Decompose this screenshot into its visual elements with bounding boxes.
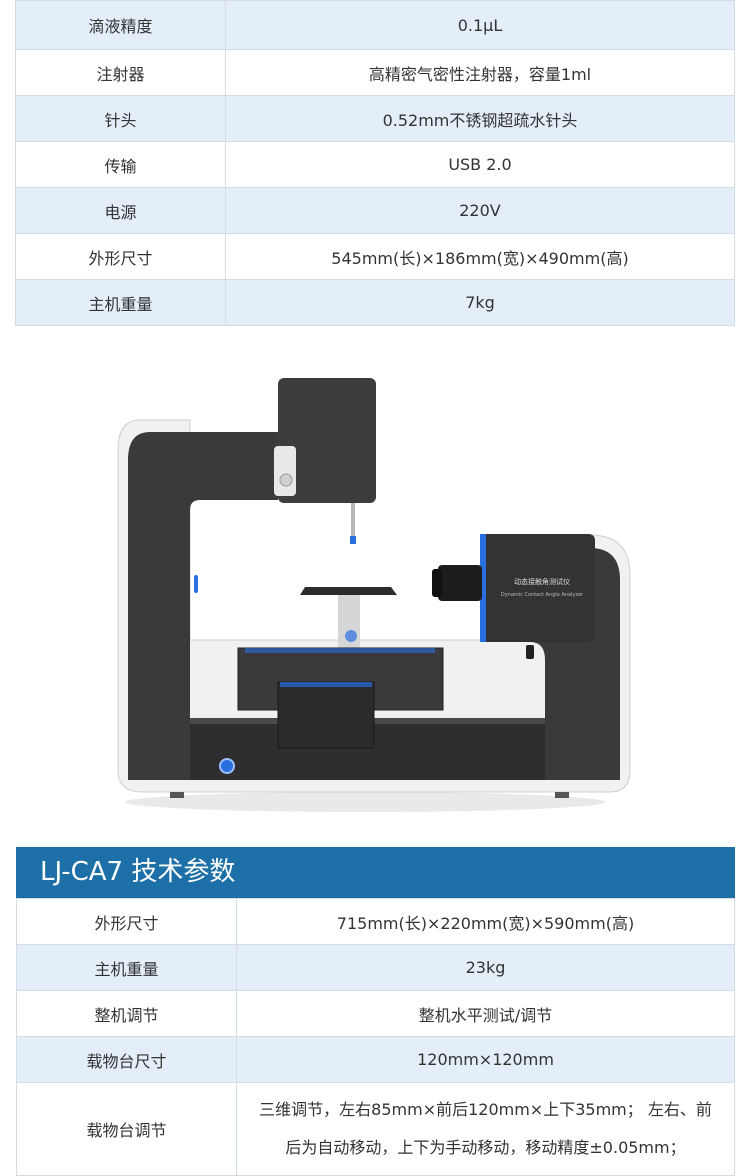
adjust-knob bbox=[279, 473, 293, 487]
table-row: 载物台调节 三维调节，左右85mm×前后120mm×上下35mm； 左右、前 后… bbox=[16, 1082, 735, 1176]
table-row: 外形尺寸 715mm(长)×220mm(宽)×590mm(高) bbox=[16, 898, 735, 945]
row-label: 传输 bbox=[15, 141, 226, 188]
tilt-knob bbox=[526, 645, 534, 659]
row-value: 0.52mm不锈钢超疏水针头 bbox=[225, 95, 735, 142]
injector-head bbox=[278, 378, 376, 503]
table-row: 主机重量 7kg bbox=[15, 279, 735, 326]
foot-right bbox=[555, 792, 569, 798]
spec-section-title: LJ-CA7 技术参数 bbox=[16, 847, 735, 898]
contact-angle-analyzer-image: 动态接触角测试仪 Dynamic Contact Angle Analyzer bbox=[117, 378, 631, 812]
table-row: 针头 0.52mm不锈钢超疏水针头 bbox=[15, 95, 735, 142]
stage-knob bbox=[345, 630, 357, 642]
needle bbox=[351, 503, 355, 543]
row-label: 针头 bbox=[15, 95, 226, 142]
table-row: 主机重量 23kg bbox=[16, 944, 735, 991]
camera-lens bbox=[438, 565, 482, 601]
table-row: 外形尺寸 545mm(长)×186mm(宽)×490mm(高) bbox=[15, 233, 735, 280]
row-value: USB 2.0 bbox=[225, 141, 735, 188]
row-label: 外形尺寸 bbox=[16, 898, 237, 945]
foot-left bbox=[170, 792, 184, 798]
row-label: 外形尺寸 bbox=[15, 233, 226, 280]
row-value: 545mm(长)×186mm(宽)×490mm(高) bbox=[225, 233, 735, 280]
camera-housing bbox=[480, 534, 595, 642]
platform-light bbox=[245, 648, 435, 653]
row-label: 注射器 bbox=[15, 49, 226, 96]
table-row: 电源 220V bbox=[15, 187, 735, 234]
row-label: 载物台尺寸 bbox=[16, 1036, 237, 1083]
row-value: 高精密气密性注射器，容量1ml bbox=[225, 49, 735, 96]
spec-table-top: 滴液精度 0.1μL 注射器 高精密气密性注射器，容量1ml 针头 0.52mm… bbox=[15, 0, 735, 326]
row-label: 滴液精度 bbox=[15, 0, 226, 50]
floor-shadow bbox=[125, 792, 605, 812]
table-row: 整机调节 整机水平测试/调节 bbox=[16, 990, 735, 1037]
row-label: 整机调节 bbox=[16, 990, 237, 1037]
row-value: 0.1μL bbox=[225, 0, 735, 50]
row-label: 主机重量 bbox=[15, 279, 226, 326]
device-label-en: Dynamic Contact Angle Analyzer bbox=[501, 592, 584, 598]
row-value-multiline: 三维调节，左右85mm×前后120mm×上下35mm； 左右、前 后为自动移动，… bbox=[236, 1082, 735, 1176]
row-value: 220V bbox=[225, 187, 735, 234]
row-value-line-1: 三维调节，左右85mm×前后120mm×上下35mm； 左右、前 bbox=[259, 1100, 712, 1119]
lens-ring bbox=[432, 569, 442, 597]
row-value: 715mm(长)×220mm(宽)×590mm(高) bbox=[236, 898, 735, 945]
side-indicator bbox=[194, 575, 198, 593]
row-value: 整机水平测试/调节 bbox=[236, 990, 735, 1037]
stage-column bbox=[338, 595, 360, 650]
left-column bbox=[128, 432, 278, 780]
camera-accent bbox=[480, 534, 486, 642]
table-row: 滴液精度 0.1μL bbox=[15, 0, 735, 50]
row-value: 23kg bbox=[236, 944, 735, 991]
row-value: 7kg bbox=[225, 279, 735, 326]
device-label-cn: 动态接触角测试仪 bbox=[514, 577, 570, 586]
row-value-line-2: 后为自动移动，上下为手动移动，移动精度±0.05mm； bbox=[285, 1138, 686, 1157]
table-row: 注射器 高精密气密性注射器，容量1ml bbox=[15, 49, 735, 96]
spec-table-bottom: 外形尺寸 715mm(长)×220mm(宽)×590mm(高) 主机重量 23k… bbox=[16, 898, 735, 1176]
injector-bracket bbox=[274, 446, 296, 496]
front-block bbox=[277, 681, 375, 749]
row-label: 载物台调节 bbox=[16, 1082, 237, 1176]
front-block-light bbox=[280, 682, 372, 687]
row-label: 主机重量 bbox=[16, 944, 237, 991]
table-row: 载物台尺寸 120mm×120mm bbox=[16, 1036, 735, 1083]
needle-tip bbox=[350, 536, 356, 544]
row-value: 120mm×120mm bbox=[236, 1036, 735, 1083]
power-button-icon bbox=[219, 758, 235, 774]
stage-plate bbox=[300, 587, 397, 595]
table-row: 传输 USB 2.0 bbox=[15, 141, 735, 188]
row-label: 电源 bbox=[15, 187, 226, 234]
